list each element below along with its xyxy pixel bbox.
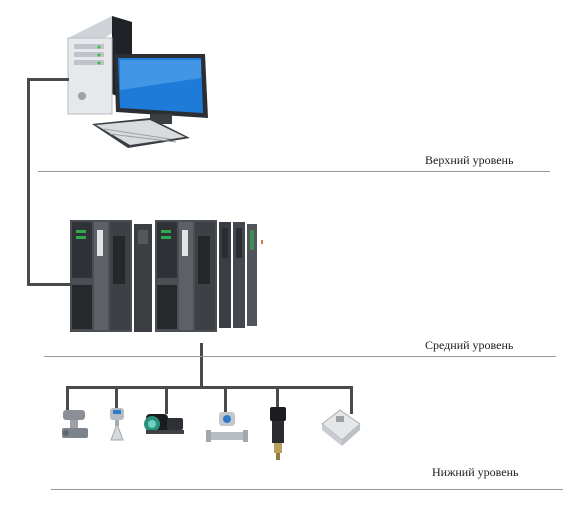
middle-level-divider [44,356,556,357]
lower-level-label: Нижний уровень [432,465,519,479]
pressure-transmitter-icon [270,407,286,460]
fieldbus-drop-5 [276,386,279,407]
fieldbus-drop-2 [115,386,118,408]
junction-box-sensor-icon [321,409,361,446]
pump-motor-icon [144,414,184,434]
wire-plc-to-bus [200,343,203,387]
middle-level-label: Средний уровень [425,338,514,352]
wire-workstation-plc-vertical [27,78,30,285]
lower-level-divider [51,489,563,490]
plc-controller-rack [70,220,263,332]
pc-keyboard [92,118,190,148]
control-valve-actuator-icon [62,410,88,438]
fieldbus-line [66,386,352,389]
radar-level-sensor-icon [110,408,124,441]
fieldbus-drop-3 [165,386,168,414]
flow-meter-icon [206,412,248,442]
upper-level-divider [38,171,550,172]
wire-plc-horizontal [27,283,72,286]
fieldbus-drop-4 [224,386,227,412]
fieldbus-drop-1 [66,386,69,410]
wire-workstation-horizontal [27,78,69,81]
upper-level-label: Верхний уровень [425,153,514,167]
fieldbus-drop-6 [350,386,353,414]
pc-monitor [114,54,208,124]
